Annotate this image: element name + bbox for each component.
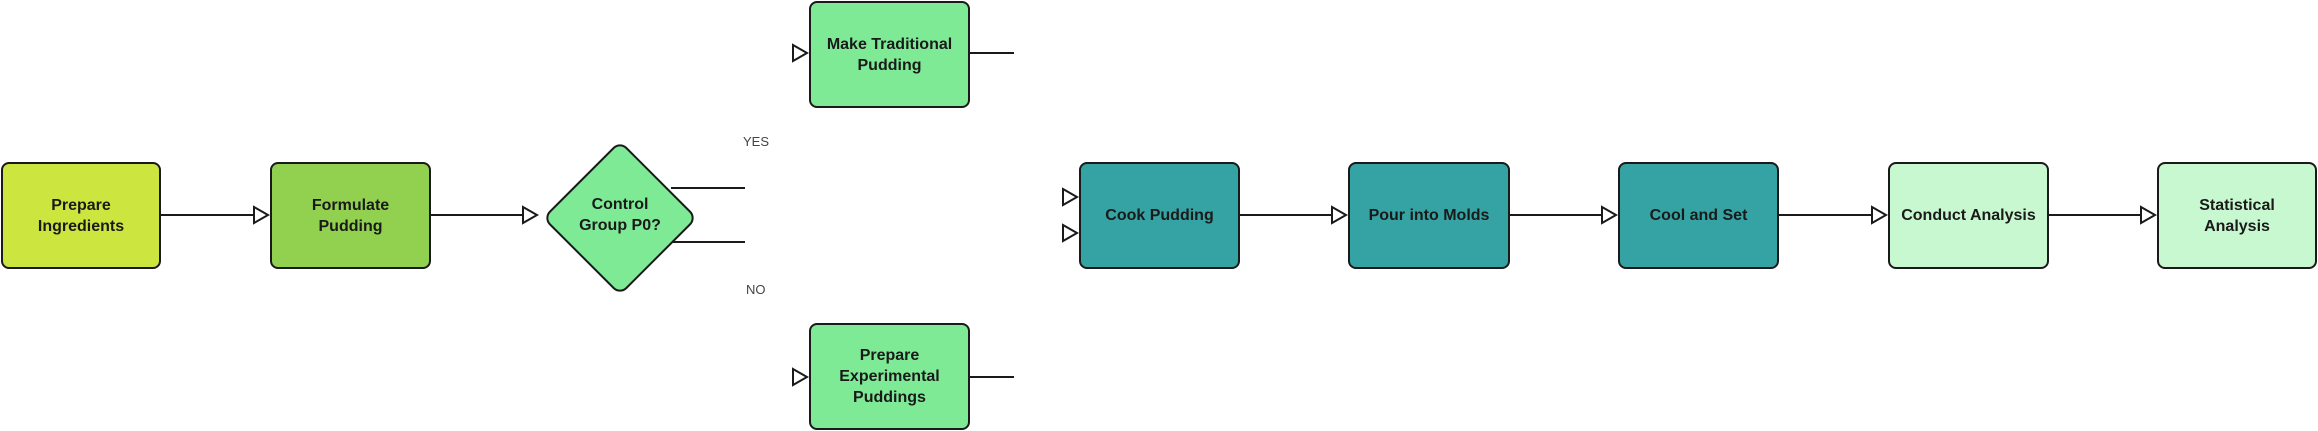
node-formulate-pudding[interactable]: Formulate Pudding: [270, 162, 431, 269]
node-prepare-experimental-puddings[interactable]: Prepare Experimental Puddings: [809, 323, 970, 430]
arrowhead: [792, 367, 810, 387]
arrowhead: [2140, 205, 2158, 225]
node-conduct-analysis[interactable]: Conduct Analysis: [1888, 162, 2049, 269]
arrowhead: [1062, 223, 1080, 243]
arrowhead: [1062, 187, 1080, 207]
node-control-group-label: Control Group P0?: [579, 196, 661, 234]
node-prepare-ingredients[interactable]: Prepare Ingredients: [1, 162, 161, 269]
arrowhead: [1601, 205, 1619, 225]
node-pour-into-molds[interactable]: Pour into Molds: [1348, 162, 1510, 269]
node-statistical-analysis[interactable]: Statistical Analysis: [2157, 162, 2317, 269]
node-cook-pudding[interactable]: Cook Pudding: [1079, 162, 1240, 269]
edge-label-yes: YES: [742, 134, 771, 149]
node-cool-and-set[interactable]: Cool and Set: [1618, 162, 1779, 269]
edge-label-no: NO: [745, 282, 767, 297]
arrowhead: [253, 205, 271, 225]
arrowhead: [1871, 205, 1889, 225]
arrowhead: [522, 205, 540, 225]
arrowhead: [1331, 205, 1349, 225]
node-make-traditional-pudding[interactable]: Make Traditional Pudding: [809, 1, 970, 108]
arrowhead: [792, 43, 810, 63]
